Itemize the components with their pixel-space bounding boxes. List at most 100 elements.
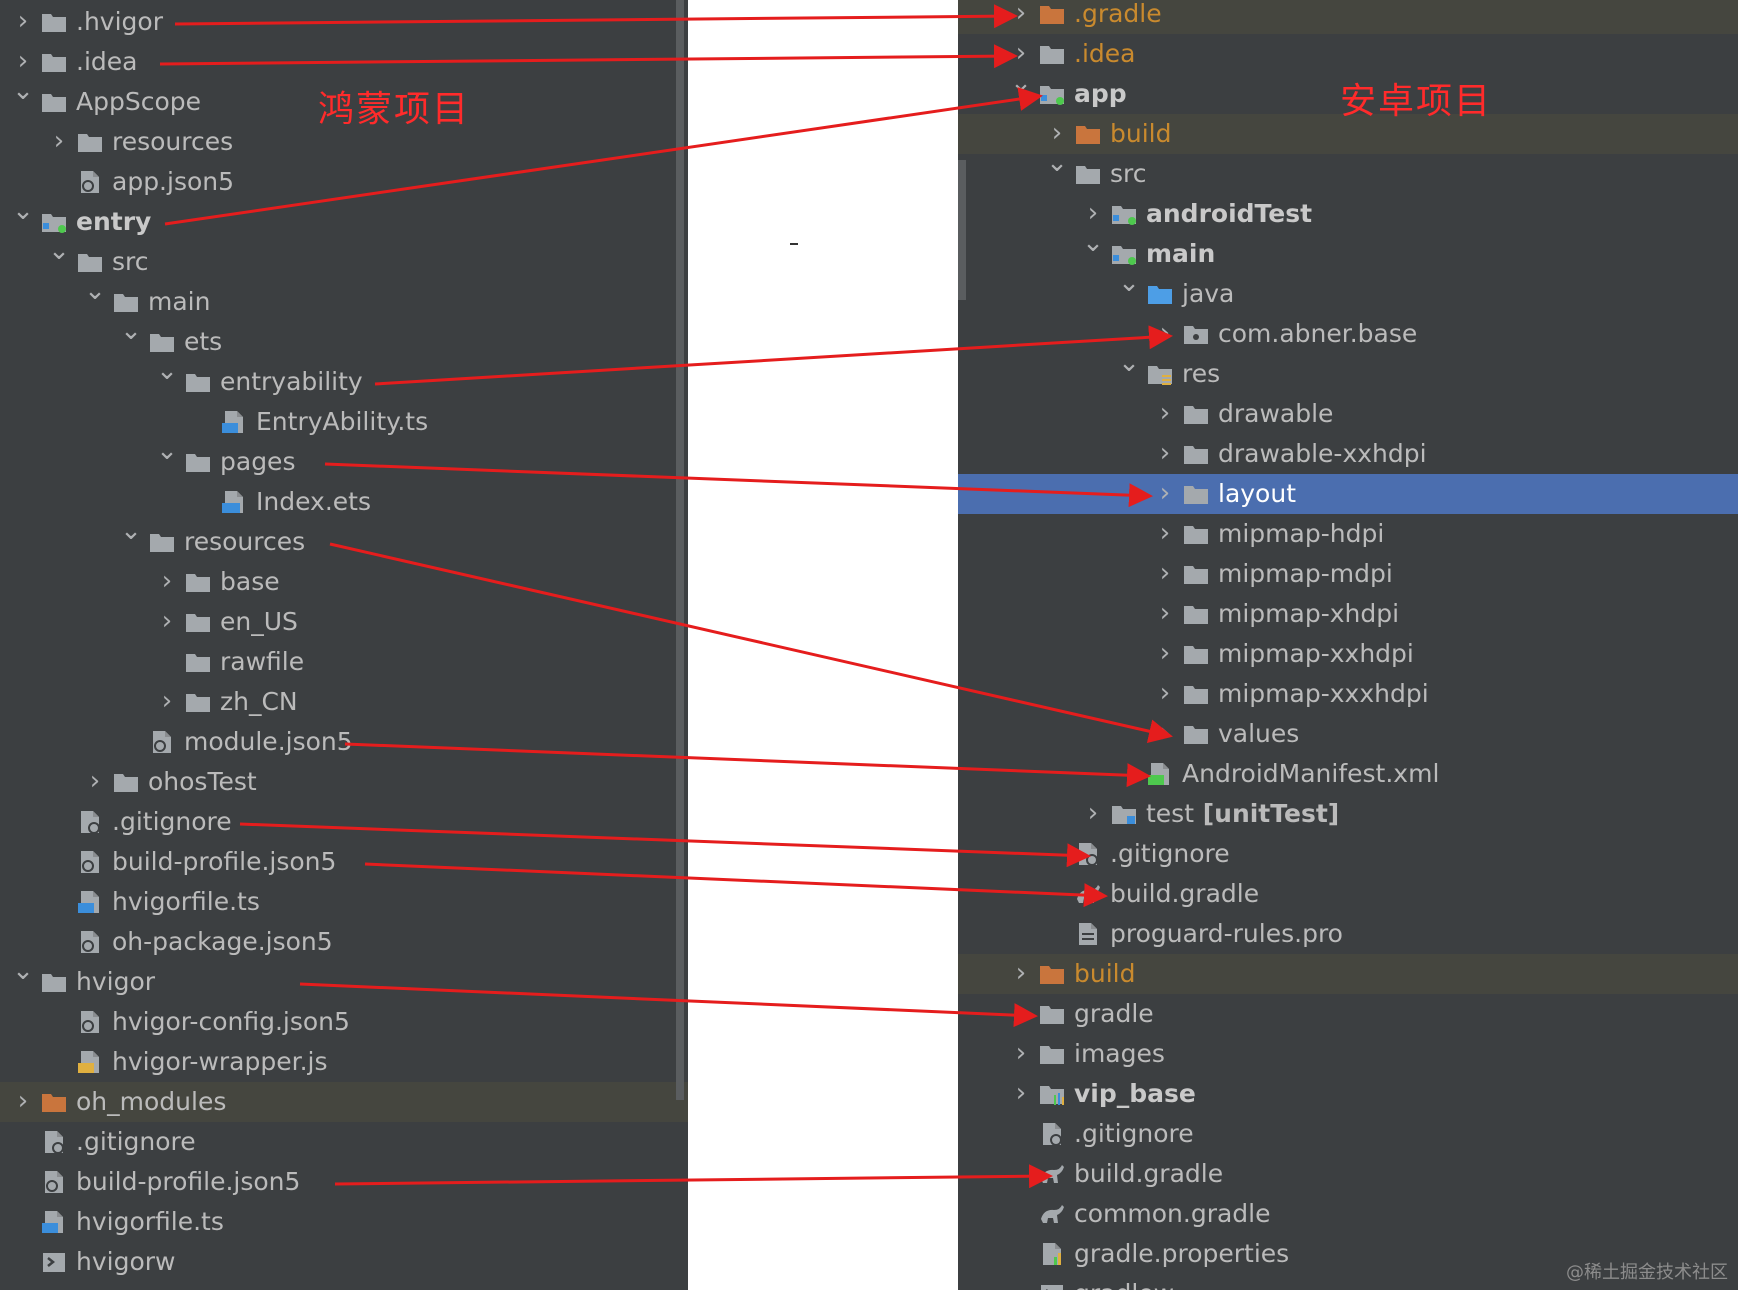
harmony-tree-row[interactable]: ⌄src xyxy=(0,236,688,282)
android-tree-row[interactable]: ⌄main xyxy=(958,228,1738,274)
chevron-right-icon[interactable]: › xyxy=(17,1086,29,1116)
chevron-right-icon[interactable]: › xyxy=(1159,398,1171,428)
harmony-tree-row[interactable]: ⌄main xyxy=(0,276,688,322)
harmony-tree-row[interactable]: hvigor-config.json5 xyxy=(0,1002,688,1042)
android-tree-row[interactable]: ›mipmap-xhdpi xyxy=(958,594,1738,634)
harmony-tree-row[interactable]: app.json5 xyxy=(0,162,688,202)
chevron-right-icon[interactable]: › xyxy=(1015,0,1027,28)
harmony-tree-row[interactable]: ›.idea xyxy=(0,42,688,82)
chevron-right-icon[interactable]: › xyxy=(1159,678,1171,708)
harmony-tree-row[interactable]: ›zh_CN xyxy=(0,682,688,722)
harmony-tree-row[interactable]: hvigorfile.ts xyxy=(0,882,688,922)
chevron-right-icon[interactable]: › xyxy=(161,686,173,716)
harmony-tree-row[interactable]: ⌄pages xyxy=(0,436,688,482)
harmony-tree-row[interactable]: hvigorw xyxy=(0,1242,688,1282)
harmony-tree-row[interactable]: ›ohosTest xyxy=(0,762,688,802)
android-tree-row[interactable]: ›test [unitTest] xyxy=(958,794,1738,834)
chevron-down-icon[interactable]: ⌄ xyxy=(12,76,34,106)
chevron-right-icon[interactable]: › xyxy=(1159,558,1171,588)
harmony-tree-row[interactable]: module.json5 xyxy=(0,722,688,762)
android-tree-row[interactable]: ›mipmap-mdpi xyxy=(958,554,1738,594)
chevron-right-icon[interactable]: › xyxy=(161,566,173,596)
android-tree-row[interactable]: build.gradle xyxy=(958,1154,1738,1194)
chevron-down-icon[interactable]: ⌄ xyxy=(1118,268,1140,298)
android-tree-row[interactable]: ⌄src xyxy=(958,148,1738,194)
android-tree-row[interactable]: ›.idea xyxy=(958,34,1738,74)
chevron-down-icon[interactable]: ⌄ xyxy=(12,196,34,226)
chevron-down-icon[interactable]: ⌄ xyxy=(1118,348,1140,378)
android-tree-row[interactable]: ⌄res xyxy=(958,348,1738,394)
android-tree-row[interactable]: ›.gradle xyxy=(958,0,1738,34)
android-tree-row[interactable]: ›drawable xyxy=(958,394,1738,434)
android-tree-row[interactable]: ›values xyxy=(958,714,1738,754)
chevron-down-icon[interactable]: ⌄ xyxy=(84,276,106,306)
chevron-down-icon[interactable]: ⌄ xyxy=(1010,68,1032,98)
harmony-tree-row[interactable]: hvigor-wrapper.js xyxy=(0,1042,688,1082)
android-tree-row[interactable]: ›mipmap-xxxhdpi xyxy=(958,674,1738,714)
android-tree-row[interactable]: .gitignore xyxy=(958,1114,1738,1154)
android-tree-row[interactable]: ›mipmap-hdpi xyxy=(958,514,1738,554)
left-scrollbar[interactable] xyxy=(676,0,684,1100)
chevron-right-icon[interactable]: › xyxy=(1015,958,1027,988)
harmony-tree-row[interactable]: ›en_US xyxy=(0,602,688,642)
right-scrollbar[interactable] xyxy=(958,160,966,300)
harmony-tree-row[interactable]: hvigorfile.ts xyxy=(0,1202,688,1242)
harmony-tree-row[interactable]: oh-package.json5 xyxy=(0,922,688,962)
android-tree-row[interactable]: gradlew xyxy=(958,1274,1738,1290)
chevron-right-icon[interactable]: › xyxy=(1159,718,1171,748)
harmony-tree-row[interactable]: EntryAbility.ts xyxy=(0,402,688,442)
chevron-right-icon[interactable]: › xyxy=(17,6,29,36)
android-tree-row[interactable]: ›vip_base xyxy=(958,1074,1738,1114)
chevron-right-icon[interactable]: › xyxy=(1087,798,1099,828)
android-tree-row[interactable]: build.gradle xyxy=(958,874,1738,914)
android-tree-row[interactable]: ›mipmap-xxhdpi xyxy=(958,634,1738,674)
android-tree-row[interactable]: gradle.properties xyxy=(958,1234,1738,1274)
harmony-tree-row[interactable]: ⌄entry xyxy=(0,196,688,242)
android-tree-row[interactable]: ⌄java xyxy=(958,268,1738,314)
android-tree-row[interactable]: .gitignore xyxy=(958,834,1738,874)
chevron-right-icon[interactable]: › xyxy=(1159,598,1171,628)
android-tree-row[interactable]: ›com.abner.base xyxy=(958,314,1738,354)
android-tree-row[interactable]: ›drawable-xxhdpi xyxy=(958,434,1738,474)
chevron-down-icon[interactable]: ⌄ xyxy=(120,516,142,546)
harmony-tree-row[interactable]: ⌄entryability xyxy=(0,356,688,402)
android-tree-row[interactable]: proguard-rules.pro xyxy=(958,914,1738,954)
chevron-down-icon[interactable]: ⌄ xyxy=(156,356,178,386)
chevron-down-icon[interactable]: ⌄ xyxy=(1082,228,1104,258)
harmony-tree-row[interactable]: ›base xyxy=(0,562,688,602)
chevron-right-icon[interactable]: › xyxy=(17,46,29,76)
chevron-right-icon[interactable]: › xyxy=(1051,118,1063,148)
chevron-down-icon[interactable]: ⌄ xyxy=(1046,148,1068,178)
chevron-right-icon[interactable]: › xyxy=(53,126,65,156)
chevron-right-icon[interactable]: › xyxy=(1087,198,1099,228)
chevron-right-icon[interactable]: › xyxy=(1159,478,1171,508)
android-tree-row[interactable]: ›build xyxy=(958,954,1738,994)
harmony-tree-row[interactable]: .gitignore xyxy=(0,1122,688,1162)
chevron-down-icon[interactable]: ⌄ xyxy=(48,236,70,266)
chevron-down-icon[interactable]: ⌄ xyxy=(120,316,142,346)
chevron-down-icon[interactable]: ⌄ xyxy=(156,436,178,466)
harmony-tree-row[interactable]: ›.hvigor xyxy=(0,2,688,42)
harmony-tree-row[interactable]: ›oh_modules xyxy=(0,1082,688,1122)
harmony-tree-row[interactable]: build-profile.json5 xyxy=(0,842,688,882)
chevron-right-icon[interactable]: › xyxy=(1015,1078,1027,1108)
harmony-tree-row[interactable]: ⌄resources xyxy=(0,516,688,562)
harmony-tree-row[interactable]: rawfile xyxy=(0,642,688,682)
android-tree-row[interactable]: ›build xyxy=(958,114,1738,154)
android-tree-row[interactable]: ⌄app xyxy=(958,68,1738,114)
android-tree-row[interactable]: common.gradle xyxy=(958,1194,1738,1234)
chevron-right-icon[interactable]: › xyxy=(1159,518,1171,548)
chevron-right-icon[interactable]: › xyxy=(1015,1038,1027,1068)
android-tree-row[interactable]: AndroidManifest.xml xyxy=(958,754,1738,794)
android-tree-row[interactable]: ›images xyxy=(958,1034,1738,1074)
chevron-down-icon[interactable]: ⌄ xyxy=(12,956,34,986)
chevron-right-icon[interactable]: › xyxy=(1015,998,1027,1028)
harmony-tree-row[interactable]: .gitignore xyxy=(0,802,688,842)
chevron-right-icon[interactable]: › xyxy=(1015,38,1027,68)
harmony-tree-row[interactable]: ⌄ets xyxy=(0,316,688,362)
chevron-right-icon[interactable]: › xyxy=(1159,438,1171,468)
android-tree-row[interactable]: ›gradle xyxy=(958,994,1738,1034)
chevron-right-icon[interactable]: › xyxy=(161,606,173,636)
chevron-right-icon[interactable]: › xyxy=(89,766,101,796)
harmony-tree-row[interactable]: ⌄hvigor xyxy=(0,956,688,1002)
